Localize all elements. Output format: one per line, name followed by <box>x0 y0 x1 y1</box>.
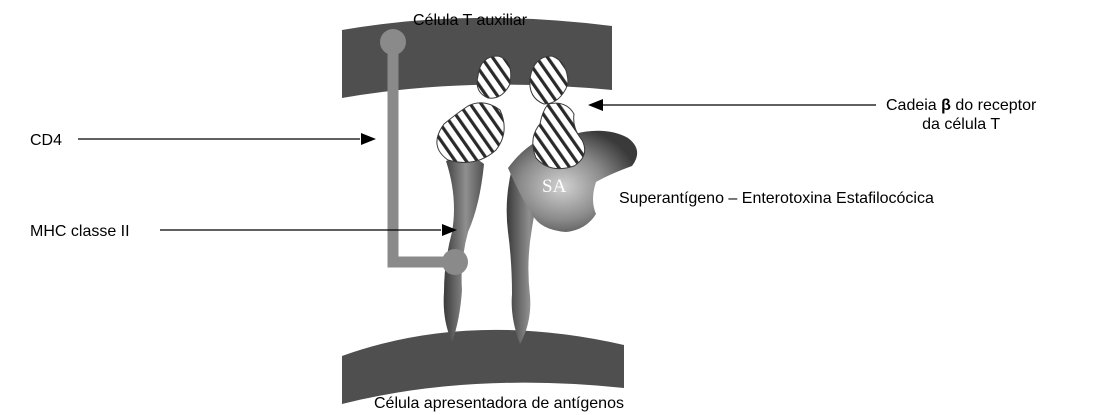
sa-badge: SA <box>542 176 567 197</box>
cd4-bottom-knob <box>442 249 468 275</box>
label-tcr-beta-line2: da célula T <box>886 115 1036 134</box>
label-mhc-class-ii: MHC classe II <box>30 222 130 241</box>
apc-membrane <box>342 330 624 404</box>
arrow-tcr-beta <box>588 99 876 111</box>
label-superantigen: Superantígeno – Enterotoxina Estafilocóc… <box>619 189 934 208</box>
cd4-top-knob <box>380 29 406 55</box>
mhc-chain-left <box>444 157 484 342</box>
tcr-alpha-lower <box>437 103 504 163</box>
label-apc-cell: Célula apresentadora de antígenos <box>374 394 624 413</box>
label-helper-t-cell: Célula T auxiliar <box>413 11 527 30</box>
arrow-cd4 <box>78 133 376 145</box>
label-cd4: CD4 <box>30 131 62 150</box>
label-tcr-beta-chain: Cadeia β do receptor da célula T <box>886 96 1036 134</box>
arrow-mhc <box>160 224 457 236</box>
tcr-beta-top <box>530 56 568 104</box>
label-tcr-beta-line1: Cadeia β do receptor <box>886 96 1036 115</box>
label-tcr-suffix: do receptor <box>951 97 1036 114</box>
tcr-beta-lower <box>533 103 585 169</box>
label-tcr-prefix: Cadeia <box>886 97 941 114</box>
tcr-alpha-top <box>477 56 511 98</box>
beta-symbol: β <box>941 97 951 114</box>
